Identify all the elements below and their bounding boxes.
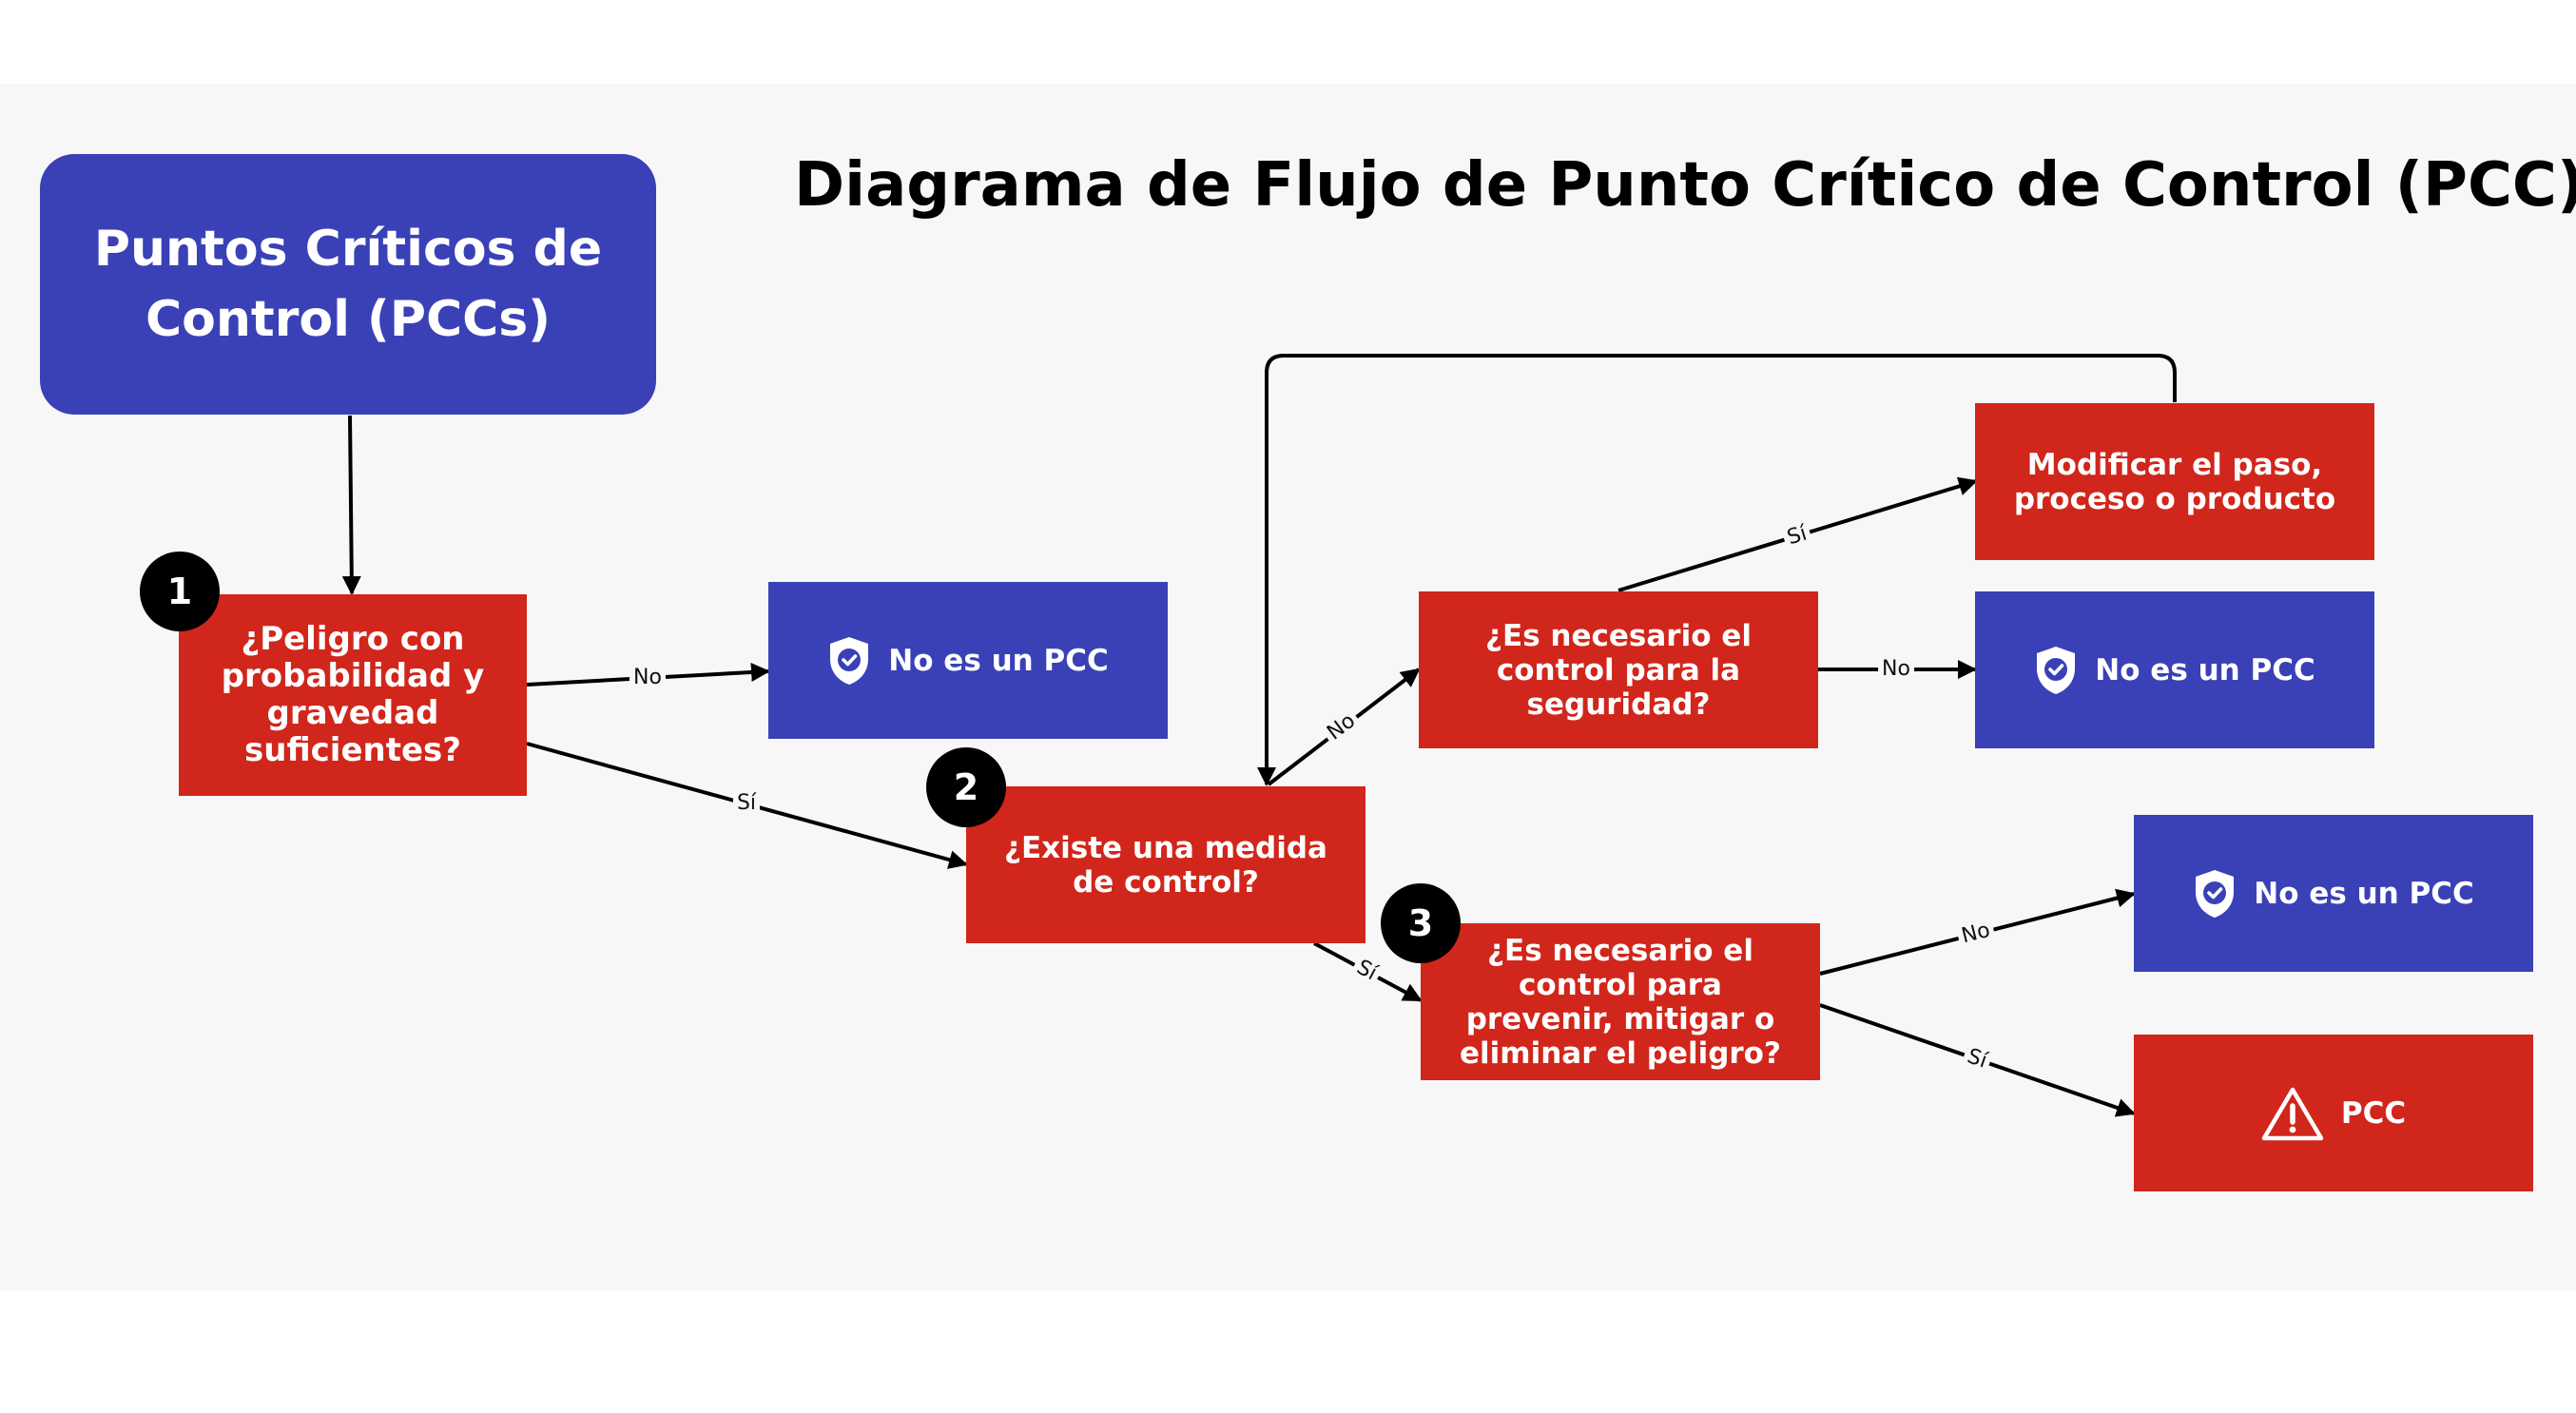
edge-label-q1-no: No xyxy=(629,666,666,690)
node-modify: Modificar el paso, proceso o producto xyxy=(1975,403,2374,560)
node-q3: ¿Es necesario el control para prevenir, … xyxy=(1421,923,1820,1080)
edge-modify-loop xyxy=(1257,354,2177,786)
node-q-safety-text: ¿Es necesario el control para la segurid… xyxy=(1485,618,1752,722)
badge-1: 1 xyxy=(140,552,220,631)
node-not-pcc-3-text: No es un PCC xyxy=(2254,876,2474,911)
node-not-pcc-1: No es un PCC xyxy=(768,582,1168,739)
edge-header-to-q1 xyxy=(341,415,361,595)
shield-check-icon xyxy=(2037,646,2076,694)
badge-2: 2 xyxy=(926,747,1006,827)
node-q2: ¿Existe una medida de control? xyxy=(966,786,1365,943)
shield-check-icon xyxy=(2196,869,2235,918)
badge-3: 3 xyxy=(1381,883,1461,963)
diagram-title: Diagrama de Flujo de Punto Crítico de Co… xyxy=(794,150,2576,221)
node-q1: ¿Peligro con probabilidad y gravedad suf… xyxy=(179,594,527,796)
node-modify-text: Modificar el paso, proceso o producto xyxy=(2013,447,2336,516)
node-not-pcc-2: No es un PCC xyxy=(1975,591,2374,748)
header-box: Puntos Críticos de Control (PCCs) xyxy=(40,154,656,415)
warning-triangle-icon xyxy=(2261,1087,2324,1140)
shield-check-icon xyxy=(830,636,869,685)
node-not-pcc-1-text: No es un PCC xyxy=(888,643,1109,678)
node-not-pcc-3: No es un PCC xyxy=(2134,815,2533,972)
edge-label-q1-yes: Sí xyxy=(732,791,761,816)
node-pcc: PCC xyxy=(2134,1035,2533,1191)
node-q2-text: ¿Existe una medida de control? xyxy=(1004,830,1327,900)
node-pcc-text: PCC xyxy=(2340,1095,2407,1131)
node-not-pcc-2-text: No es un PCC xyxy=(2095,652,2315,687)
node-q1-text: ¿Peligro con probabilidad y gravedad suf… xyxy=(221,620,485,769)
edge-label-safety-no: No xyxy=(1878,657,1914,682)
node-q3-text: ¿Es necesario el control para prevenir, … xyxy=(1460,933,1781,1071)
node-q-safety: ¿Es necesario el control para la segurid… xyxy=(1419,591,1818,748)
